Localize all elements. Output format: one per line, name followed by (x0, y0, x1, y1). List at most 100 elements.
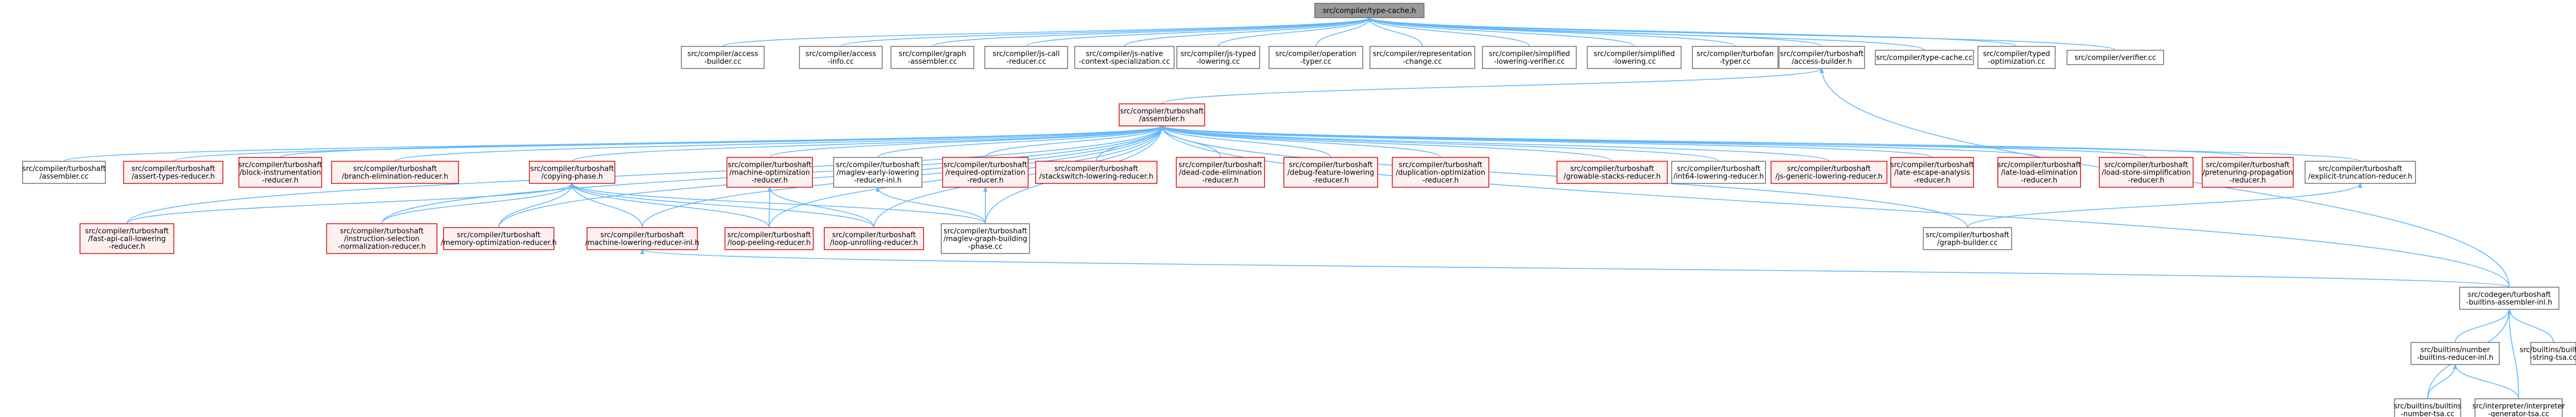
file-node-bi_number_tsa[interactable]: src/builtins/builtins-number-tsa.cc (2394, 398, 2462, 417)
file-node-cg_builtins_asm[interactable]: src/codegen/turboshaft-builtins-assemble… (2459, 287, 2559, 310)
file-node-ts_pretenuring[interactable]: src/compiler/turboshaft/pretenuring-prop… (2201, 157, 2294, 188)
file-node-ts_graph_builder[interactable]: src/compiler/turboshaft/graph-builder.cc (1923, 227, 2012, 250)
file-node-ts_js_generic[interactable]: src/compiler/turboshaft/js-generic-lower… (1770, 161, 1887, 184)
dependency-edge-js_native_ctx_cc-to-type_cache_h (1124, 17, 1372, 47)
file-node-label: -lowering.cc (1197, 58, 1240, 66)
file-node-verifier_cc[interactable]: src/compiler/verifier.cc (2066, 50, 2164, 65)
file-node-label: -reducer.h (262, 177, 298, 185)
file-node-box (2410, 342, 2500, 365)
file-node-box (726, 157, 813, 188)
file-node-label: -builtins-reducer-inl.h (2417, 354, 2494, 362)
file-node-label: src/compiler/access (806, 50, 876, 59)
file-node-js_native_ctx_cc[interactable]: src/compiler/js-native-context-specializ… (1074, 46, 1175, 69)
dependency-edge-access_builder_cc-to-type_cache_h (722, 17, 1372, 47)
file-node-ts_assembler_cc[interactable]: src/compiler/turboshaft/assembler.cc (22, 161, 106, 184)
file-node-label: /debug-feature-lowering (1287, 169, 1374, 177)
file-node-ts_required_opt[interactable]: src/compiler/turboshaft/required-optimiz… (942, 157, 1029, 188)
dependency-edge-ts_graph_builder-to-ts_explicit_trunc (1967, 183, 2362, 228)
dependency-edge-typed_optimization_cc-to-type_cache_h (1367, 17, 2017, 47)
dependency-edge-ts_duplication_opt-to-ts_assembler_h (1160, 125, 1441, 158)
file-node-label: -optimization.cc (1988, 58, 2045, 66)
file-node-bi_number_reducer[interactable]: src/builtins/number-builtins-reducer-inl… (2410, 342, 2500, 365)
file-node-ts_dead_code[interactable]: src/compiler/turboshaft/dead-code-elimin… (1176, 157, 1265, 188)
file-node-box (1778, 46, 1865, 69)
file-node-label: src/compiler/turbofan (1697, 50, 1774, 59)
file-node-operation_typer_cc[interactable]: src/compiler/operation-typer.cc (1268, 46, 1363, 69)
file-node-ts_loop_peeling[interactable]: src/compiler/turboshaft/loop-peeling-red… (724, 227, 814, 250)
dependency-edge-simplified_lowering_cc-to-type_cache_h (1367, 17, 1635, 47)
file-node-ts_load_store_simpl[interactable]: src/compiler/turboshaft/load-store-simpl… (2099, 157, 2194, 188)
file-node-label: src/compiler/representation (1373, 50, 1472, 59)
file-node-label: src/compiler/turboshaft (238, 161, 322, 170)
file-node-box (984, 46, 1068, 69)
file-node-box (2530, 342, 2576, 365)
file-node-box (724, 227, 814, 250)
file-node-interp_generator_tsa[interactable]: src/interpreter/interpreter-generator-ts… (2472, 398, 2566, 417)
file-node-label: src/compiler/turboshaft (457, 231, 541, 240)
file-node-ts_copying_phase[interactable]: src/compiler/turboshaft/copying-phase.h (529, 161, 616, 184)
file-node-label: src/compiler/verifier.cc (2074, 54, 2156, 62)
dependency-edge-simplified_lowering_verifier_cc-to-type_cache_h (1367, 17, 1530, 47)
file-node-ts_int64_lowering[interactable]: src/compiler/turboshaft/int64-lowering-r… (1671, 161, 1766, 184)
file-node-access_info_cc[interactable]: src/compiler/access-info.cc (799, 46, 883, 69)
dependency-edge-ts_late_escape-to-ts_assembler_h (1160, 125, 1933, 158)
file-node-label: -reducer.h (2021, 177, 2057, 185)
dependency-edge-ts_fast_api_call-to-ts_copying_phase (126, 183, 574, 224)
dependency-edge-ts_growable_stacks-to-ts_assembler_h (1160, 125, 1613, 162)
file-node-turbofan_typer_cc[interactable]: src/compiler/turbofan-typer.cc (1692, 46, 1779, 69)
file-node-label: /explicit-truncation-reducer.h (2308, 173, 2413, 181)
file-node-label: -phase.cc (968, 243, 1002, 251)
file-node-ts_loop_unrolling[interactable]: src/compiler/turboshaft/loop-unrolling-r… (824, 227, 924, 250)
file-node-js_call_reducer_cc[interactable]: src/compiler/js-call-reducer.cc (984, 46, 1068, 69)
dependency-edge-bi_string_tsa-to-cg_builtins_asm (2507, 309, 2554, 343)
file-node-ts_stackswitch[interactable]: src/compiler/turboshaft/stackswitch-lowe… (1035, 161, 1158, 184)
dependency-edge-turbofan_typer_cc-to-type_cache_h (1367, 17, 1736, 47)
file-node-ts_machine_lowering[interactable]: src/compiler/turboshaft/machine-lowering… (585, 227, 700, 250)
file-node-ts_assert_types[interactable]: src/compiler/turboshaft/assert-types-red… (123, 161, 223, 184)
file-node-ts_instr_selection[interactable]: src/compiler/turboshaft/instruction-sele… (326, 223, 438, 254)
dependency-edge-js_call_reducer_cc-to-type_cache_h (1026, 17, 1372, 47)
file-node-label: /machine-optimization (729, 169, 810, 177)
file-node-graph_assembler_cc[interactable]: src/compiler/graph-assembler.cc (890, 46, 974, 69)
file-node-ts_maglev_graph[interactable]: src/compiler/turboshaft/maglev-graph-bui… (941, 223, 1030, 254)
file-node-simplified_lowering_verifier_cc[interactable]: src/compiler/simplified-lowering-verifie… (1482, 46, 1577, 69)
file-node-ts_access_builder_h[interactable]: src/compiler/turboshaft/access-builder.h (1778, 46, 1865, 69)
file-node-ts_fast_api_call[interactable]: src/compiler/turboshaft/fast-api-call-lo… (79, 223, 174, 254)
file-node-ts_late_load_elim[interactable]: src/compiler/turboshaft/late-load-elimin… (1997, 157, 2081, 188)
file-node-ts_branch_elim[interactable]: src/compiler/turboshaft/branch-eliminati… (331, 161, 459, 184)
file-node-ts_debug_feature[interactable]: src/compiler/turboshaft/debug-feature-lo… (1283, 157, 1378, 188)
file-node-label: -change.cc (1403, 58, 1442, 66)
file-node-representation_change_cc[interactable]: src/compiler/representation-change.cc (1369, 46, 1475, 69)
file-node-bi_string_tsa[interactable]: src/builtins/builtins-string-tsa.cc (2520, 342, 2576, 365)
file-node-box (529, 161, 616, 184)
file-node-label: /access-builder.h (1791, 58, 1852, 66)
dependency-edge-ts_loop_peeling-to-ts_copying_phase (570, 183, 770, 228)
file-node-ts_memory_opt[interactable]: src/compiler/turboshaft/memory-optimizat… (441, 227, 557, 250)
file-node-label: src/compiler/turboshaft (600, 231, 684, 240)
file-node-box (1890, 157, 1974, 188)
dependency-edge-ts_required_opt-to-ts_assembler_h (985, 125, 1164, 158)
file-node-label: src/compiler/turboshaft (1677, 165, 1761, 173)
file-node-js_typed_lowering_cc[interactable]: src/compiler/js-typed-lowering.cc (1176, 46, 1260, 69)
dependency-edge-verifier_cc-to-type_cache_h (1367, 17, 2116, 51)
file-node-label: /pretenuring-propagation (2202, 169, 2293, 177)
file-node-ts_explicit_trunc[interactable]: src/compiler/turboshaft/explicit-truncat… (2305, 161, 2416, 184)
file-node-ts_maglev_early[interactable]: src/compiler/turboshaft/maglev-early-low… (833, 157, 922, 188)
file-node-label: src/compiler/turboshaft (85, 228, 169, 236)
file-node-ts_block_instr[interactable]: src/compiler/turboshaft/block-instrument… (238, 157, 322, 188)
file-node-access_builder_cc[interactable]: src/compiler/access-builder.cc (681, 46, 765, 69)
file-node-ts_growable_stacks[interactable]: src/compiler/turboshaft/growable-stacks-… (1556, 161, 1668, 184)
file-node-box (890, 46, 974, 69)
file-node-type_cache_h[interactable]: src/compiler/type-cache.h (1314, 3, 1425, 18)
file-node-label: src/interpreter/interpreter (2472, 403, 2565, 411)
file-node-ts_assembler_h[interactable]: src/compiler/turboshaft/assembler.h (1118, 103, 1206, 126)
file-node-ts_duplication_opt[interactable]: src/compiler/turboshaft/duplication-opti… (1391, 157, 1490, 188)
file-node-ts_machine_opt[interactable]: src/compiler/turboshaft/machine-optimiza… (726, 157, 813, 188)
file-node-label: /late-load-elimination (2001, 169, 2078, 177)
file-node-type_cache_cc[interactable]: src/compiler/type-cache.cc (1875, 50, 1974, 65)
file-node-box (799, 46, 883, 69)
file-node-typed_optimization_cc[interactable]: src/compiler/typed-optimization.cc (1977, 46, 2056, 69)
file-node-box (2394, 398, 2461, 417)
file-node-ts_late_escape[interactable]: src/compiler/turboshaft/late-escape-anal… (1890, 157, 1974, 188)
file-node-simplified_lowering_cc[interactable]: src/compiler/simplified-lowering.cc (1587, 46, 1682, 69)
